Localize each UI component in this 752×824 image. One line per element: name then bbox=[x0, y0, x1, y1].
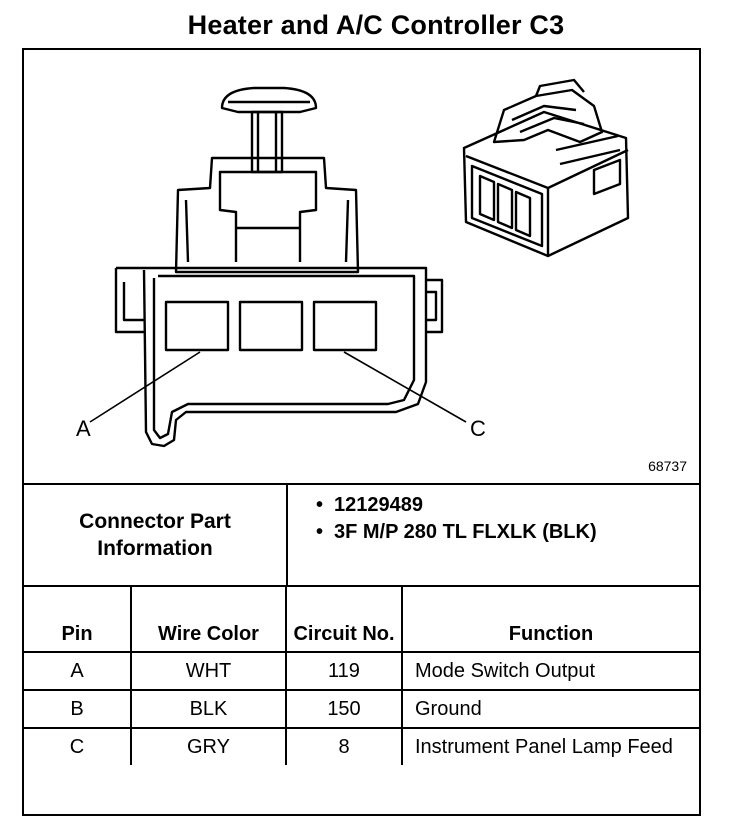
cavity-a bbox=[164, 300, 230, 352]
page-title: Heater and A/C Controller C3 bbox=[187, 10, 565, 40]
wire-color-cell: GRY bbox=[130, 727, 287, 765]
table-row: B BLK 150 Ground bbox=[24, 689, 699, 729]
callout-a: A bbox=[76, 416, 91, 441]
pin-cell: C bbox=[24, 727, 132, 765]
header-wire-color: Wire Color bbox=[130, 585, 287, 653]
cavity-b bbox=[238, 300, 304, 352]
header-pin: Pin bbox=[24, 585, 132, 653]
circuit-cell: 150 bbox=[285, 689, 403, 729]
figure-number: 68737 bbox=[648, 458, 687, 474]
pin-table-header: Pin Wire Color Circuit No. Function bbox=[24, 585, 699, 653]
connector-info-label: Connector Part Information bbox=[24, 485, 288, 585]
function-cell: Mode Switch Output bbox=[401, 651, 699, 691]
table-row: C GRY 8 Instrument Panel Lamp Feed bbox=[24, 727, 699, 765]
callout-c: C bbox=[470, 416, 486, 441]
connector-diagram: A C bbox=[76, 78, 630, 448]
function-cell: Ground bbox=[401, 689, 699, 729]
connector-info-section: Connector Part Information 12129489 3F M… bbox=[24, 483, 699, 587]
circuit-cell: 8 bbox=[285, 727, 403, 765]
cavity-c bbox=[312, 300, 378, 352]
pin-cell: A bbox=[24, 651, 132, 691]
table-row: A WHT 119 Mode Switch Output bbox=[24, 651, 699, 691]
wire-color-cell: WHT bbox=[130, 651, 287, 691]
pin-cell: B bbox=[24, 689, 132, 729]
connector-description: 3F M/P 280 TL FLXLK (BLK) bbox=[308, 520, 698, 545]
function-cell: Instrument Panel Lamp Feed bbox=[401, 727, 699, 765]
wire-color-cell: BLK bbox=[130, 689, 287, 729]
connector-info-list: 12129489 3F M/P 280 TL FLXLK (BLK) bbox=[308, 493, 698, 547]
circuit-cell: 119 bbox=[285, 651, 403, 691]
connector-isometric-view bbox=[462, 78, 630, 258]
part-number: 12129489 bbox=[308, 493, 698, 518]
pin-table: Pin Wire Color Circuit No. Function A WH… bbox=[24, 585, 699, 765]
connector-sheet: A C 68737 Connector Part Information 121… bbox=[22, 48, 701, 816]
header-function: Function bbox=[401, 585, 699, 653]
connector-face-view bbox=[89, 86, 467, 448]
header-circuit-no: Circuit No. bbox=[285, 585, 403, 653]
